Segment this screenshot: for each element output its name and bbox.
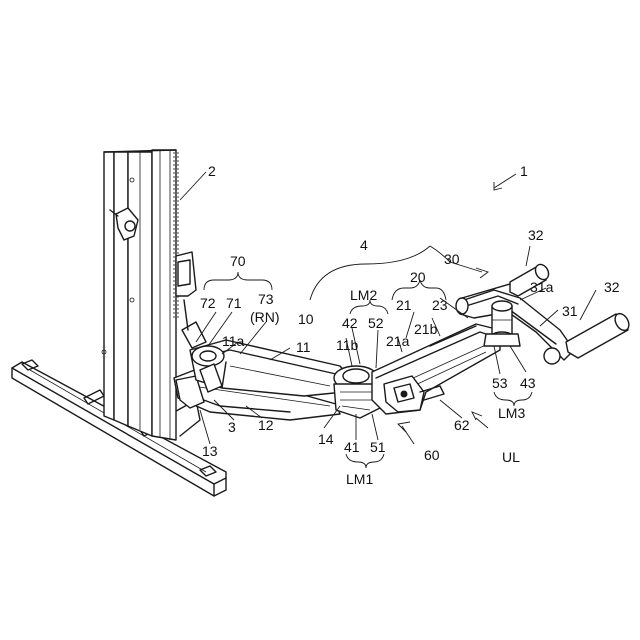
label-11b: 11b (336, 337, 359, 353)
label-31a: 31a (530, 279, 554, 295)
label-21: 21 (396, 297, 412, 313)
label-11: 11 (296, 339, 311, 355)
label-12: 12 (258, 417, 274, 433)
label-23: 23 (432, 297, 448, 313)
label-UL: UL (502, 449, 520, 465)
label-60: 60 (424, 447, 440, 463)
label-31: 31 (562, 303, 578, 319)
label-41: 41 (344, 439, 360, 455)
label-3: 3 (228, 419, 236, 435)
label-32-lower: 32 (604, 279, 620, 295)
label-LM3: LM3 (498, 405, 525, 421)
label-51: 51 (370, 439, 386, 455)
label-42: 42 (342, 315, 358, 331)
label-21a: 21a (386, 333, 410, 349)
label-52: 52 (368, 315, 384, 331)
label-70: 70 (230, 253, 246, 269)
label-LM2: LM2 (350, 287, 377, 303)
label-43: 43 (520, 375, 536, 391)
label-13: 13 (202, 443, 218, 459)
label-RN: (RN) (250, 309, 280, 325)
label-21b: 21b (414, 321, 438, 337)
label-11a: 11a (222, 333, 245, 349)
label-73: 73 (258, 291, 274, 307)
label-30: 30 (444, 251, 460, 267)
label-10: 10 (298, 311, 314, 327)
label-72: 72 (200, 295, 216, 311)
label-32-upper: 32 (528, 227, 544, 243)
label-71: 71 (226, 295, 242, 311)
label-2: 2 (208, 163, 216, 179)
label-4: 4 (360, 237, 368, 253)
label-62: 62 (454, 417, 470, 433)
label-53: 53 (492, 375, 508, 391)
label-1: 1 (520, 163, 528, 179)
label-20: 20 (410, 269, 426, 285)
label-LM1: LM1 (346, 471, 373, 487)
label-14: 14 (318, 431, 334, 447)
